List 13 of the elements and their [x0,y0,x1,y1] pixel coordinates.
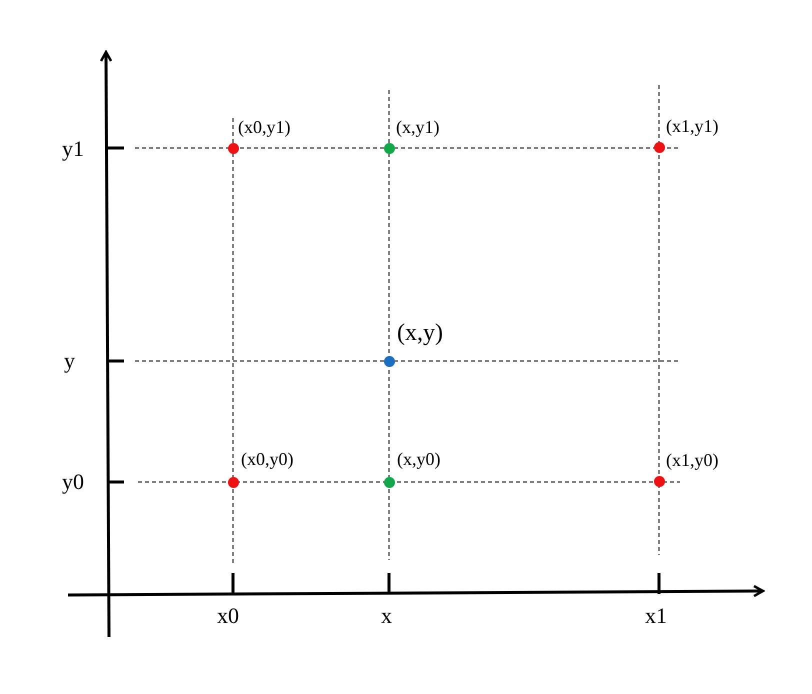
axis-label: y0 [62,471,84,493]
point-label: (x,y) [397,321,443,345]
point-label: (x1,y1) [666,117,718,135]
axis-label: x1 [645,605,667,627]
axis-label: y [64,350,75,372]
axis-label: x [381,605,392,627]
point-label: (x,y0) [397,450,440,468]
axis-label: y1 [62,138,84,160]
axis-label: x0 [217,605,239,627]
point-label: (x0,y0) [241,450,294,468]
point-label: (x0,y1) [238,118,290,136]
point-label: (x1,y0) [666,451,718,469]
point-label: (x,y1) [396,118,440,136]
